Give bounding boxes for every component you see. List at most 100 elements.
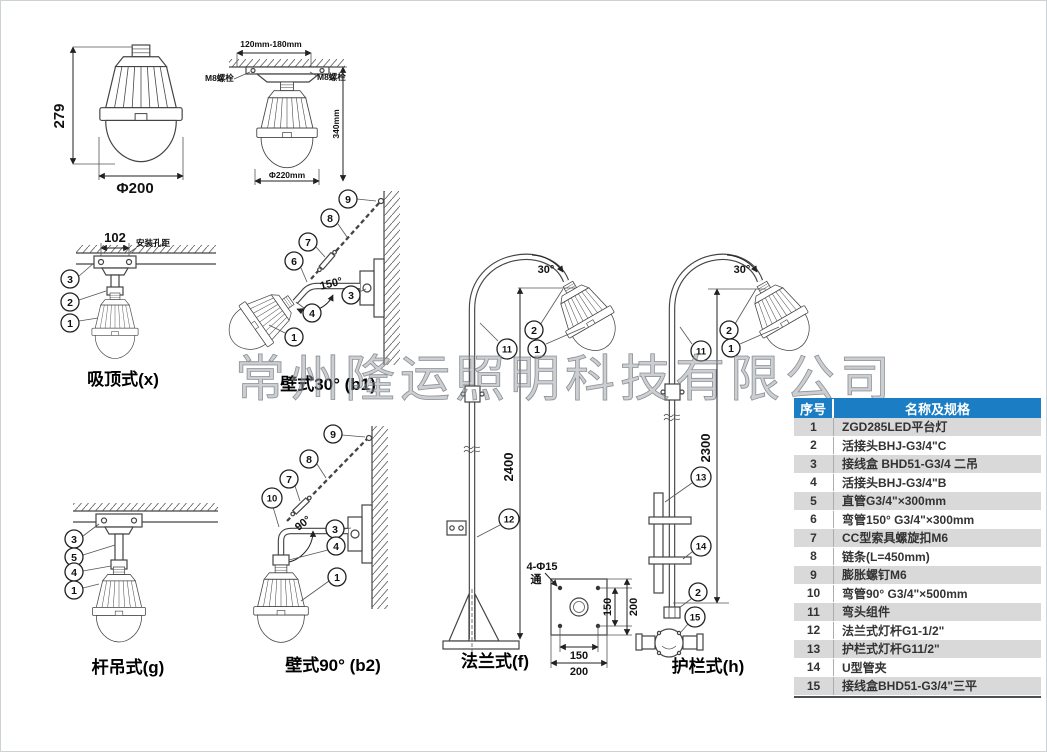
bolt-label-left: M8螺栓 bbox=[205, 73, 234, 83]
callout-7: 7 bbox=[298, 232, 318, 252]
lamp-drawing bbox=[92, 566, 146, 643]
ceiling-hatch bbox=[76, 245, 216, 253]
turnbuckle bbox=[290, 495, 312, 517]
straight-pipe bbox=[114, 533, 124, 562]
ceiling-hatch bbox=[229, 59, 345, 67]
callout-1: 1 bbox=[527, 339, 547, 359]
diagram-label: 吸顶式(x) bbox=[87, 369, 159, 389]
callout-1: 1 bbox=[721, 338, 741, 358]
svg-text:7: 7 bbox=[305, 237, 311, 249]
callout-1: 1 bbox=[60, 313, 80, 333]
row-spec: 接线盒BHD51-G3/4"三平 bbox=[842, 679, 978, 694]
row-index: 4 bbox=[794, 473, 834, 491]
svg-text:4: 4 bbox=[71, 567, 77, 579]
angle-text: 30° bbox=[538, 264, 555, 276]
row-index: 14 bbox=[794, 658, 834, 676]
svg-text:5: 5 bbox=[71, 552, 77, 564]
u-clamp-upper bbox=[648, 516, 692, 525]
svg-text:1: 1 bbox=[334, 572, 340, 584]
svg-text:12: 12 bbox=[504, 515, 515, 526]
base-gusset bbox=[448, 593, 470, 642]
svg-text:8: 8 bbox=[327, 213, 333, 225]
height-dim-text: 279 bbox=[51, 103, 68, 128]
cable-entry bbox=[446, 520, 467, 536]
junction-box bbox=[635, 628, 704, 658]
callout-3: 3 bbox=[60, 269, 80, 289]
svg-text:2: 2 bbox=[67, 297, 73, 309]
callout-12: 12 bbox=[498, 508, 520, 530]
row-spec: 弯管150° G3/4"×300mm bbox=[842, 512, 975, 527]
svg-text:1: 1 bbox=[71, 585, 77, 597]
row-spec: U型管夹 bbox=[842, 660, 887, 675]
row-index: 12 bbox=[794, 621, 834, 639]
hole-note-text: 安装孔距 bbox=[136, 238, 171, 248]
flange-through-text: 通 bbox=[531, 573, 542, 586]
callout-2b: 2 bbox=[688, 582, 708, 602]
diagram-label: 壁式30° (b1) bbox=[280, 374, 376, 394]
lamp-drawing bbox=[739, 270, 822, 362]
angle-arc bbox=[531, 254, 564, 273]
callout-15: 15 bbox=[684, 606, 706, 628]
lamp-drawing bbox=[253, 564, 309, 643]
diameter-dim-text: Φ220mm bbox=[269, 170, 306, 180]
row-spec: 法兰式灯杆G1-1/2" bbox=[842, 623, 945, 638]
lamp-drawing bbox=[91, 292, 139, 359]
guardrail-post bbox=[653, 492, 664, 594]
callout-9: 9 bbox=[323, 424, 343, 444]
callout-6: 6 bbox=[284, 251, 304, 271]
svg-text:2: 2 bbox=[726, 325, 732, 337]
svg-text:10: 10 bbox=[267, 494, 278, 505]
union-coupler bbox=[464, 385, 481, 403]
flange-dim-150-v: 150 bbox=[602, 598, 614, 616]
anchor-bolt bbox=[377, 197, 385, 205]
callout-7: 7 bbox=[279, 469, 299, 489]
diameter-dim-text: Φ200 bbox=[116, 180, 153, 197]
row-spec: ZGD285LED平台灯 bbox=[842, 420, 948, 435]
row-index: 7 bbox=[794, 529, 834, 547]
row-index: 5 bbox=[794, 492, 834, 510]
union-coupler bbox=[664, 383, 681, 401]
header-index: 序号 bbox=[794, 398, 834, 418]
row-index: 6 bbox=[794, 510, 834, 528]
row-index: 15 bbox=[794, 677, 834, 695]
row-spec: 链条(L=450mm) bbox=[842, 549, 930, 564]
svg-text:1: 1 bbox=[534, 344, 540, 356]
svg-text:1: 1 bbox=[728, 343, 734, 355]
row-spec: 活接头BHJ-G3/4"B bbox=[842, 475, 947, 490]
wall-hatch bbox=[384, 191, 400, 365]
svg-text:11: 11 bbox=[502, 345, 513, 356]
callout-11: 11 bbox=[690, 340, 712, 362]
pipe-break bbox=[463, 445, 481, 454]
svg-text:6: 6 bbox=[291, 256, 297, 268]
wall-hatch bbox=[372, 426, 388, 609]
diagram-label: 护栏式(h) bbox=[672, 656, 745, 676]
callout-9: 9 bbox=[338, 189, 358, 209]
angle-arc bbox=[726, 254, 758, 273]
callout-13: 13 bbox=[690, 466, 712, 488]
svg-text:3: 3 bbox=[348, 290, 354, 302]
callout-2: 2 bbox=[524, 320, 544, 340]
svg-text:4: 4 bbox=[333, 541, 339, 553]
row-index: 1 bbox=[794, 418, 834, 436]
table-row: 12 法兰式灯杆G1-1/2" bbox=[794, 621, 1041, 640]
svg-text:9: 9 bbox=[330, 429, 336, 441]
svg-text:1: 1 bbox=[67, 318, 73, 330]
bottom-coupler bbox=[663, 606, 681, 619]
svg-text:11: 11 bbox=[696, 347, 707, 358]
row-index: 9 bbox=[794, 566, 834, 584]
callout-8: 8 bbox=[320, 208, 340, 228]
row-spec: 活接头BHJ-G3/4"C bbox=[842, 438, 947, 453]
row-index: 11 bbox=[794, 603, 834, 621]
row-index: 10 bbox=[794, 584, 834, 602]
height-dim-text: 2400 bbox=[501, 453, 516, 482]
svg-text:3: 3 bbox=[332, 524, 338, 536]
row-spec: 接线盒 BHD51-G3/4 二吊 bbox=[842, 457, 979, 472]
